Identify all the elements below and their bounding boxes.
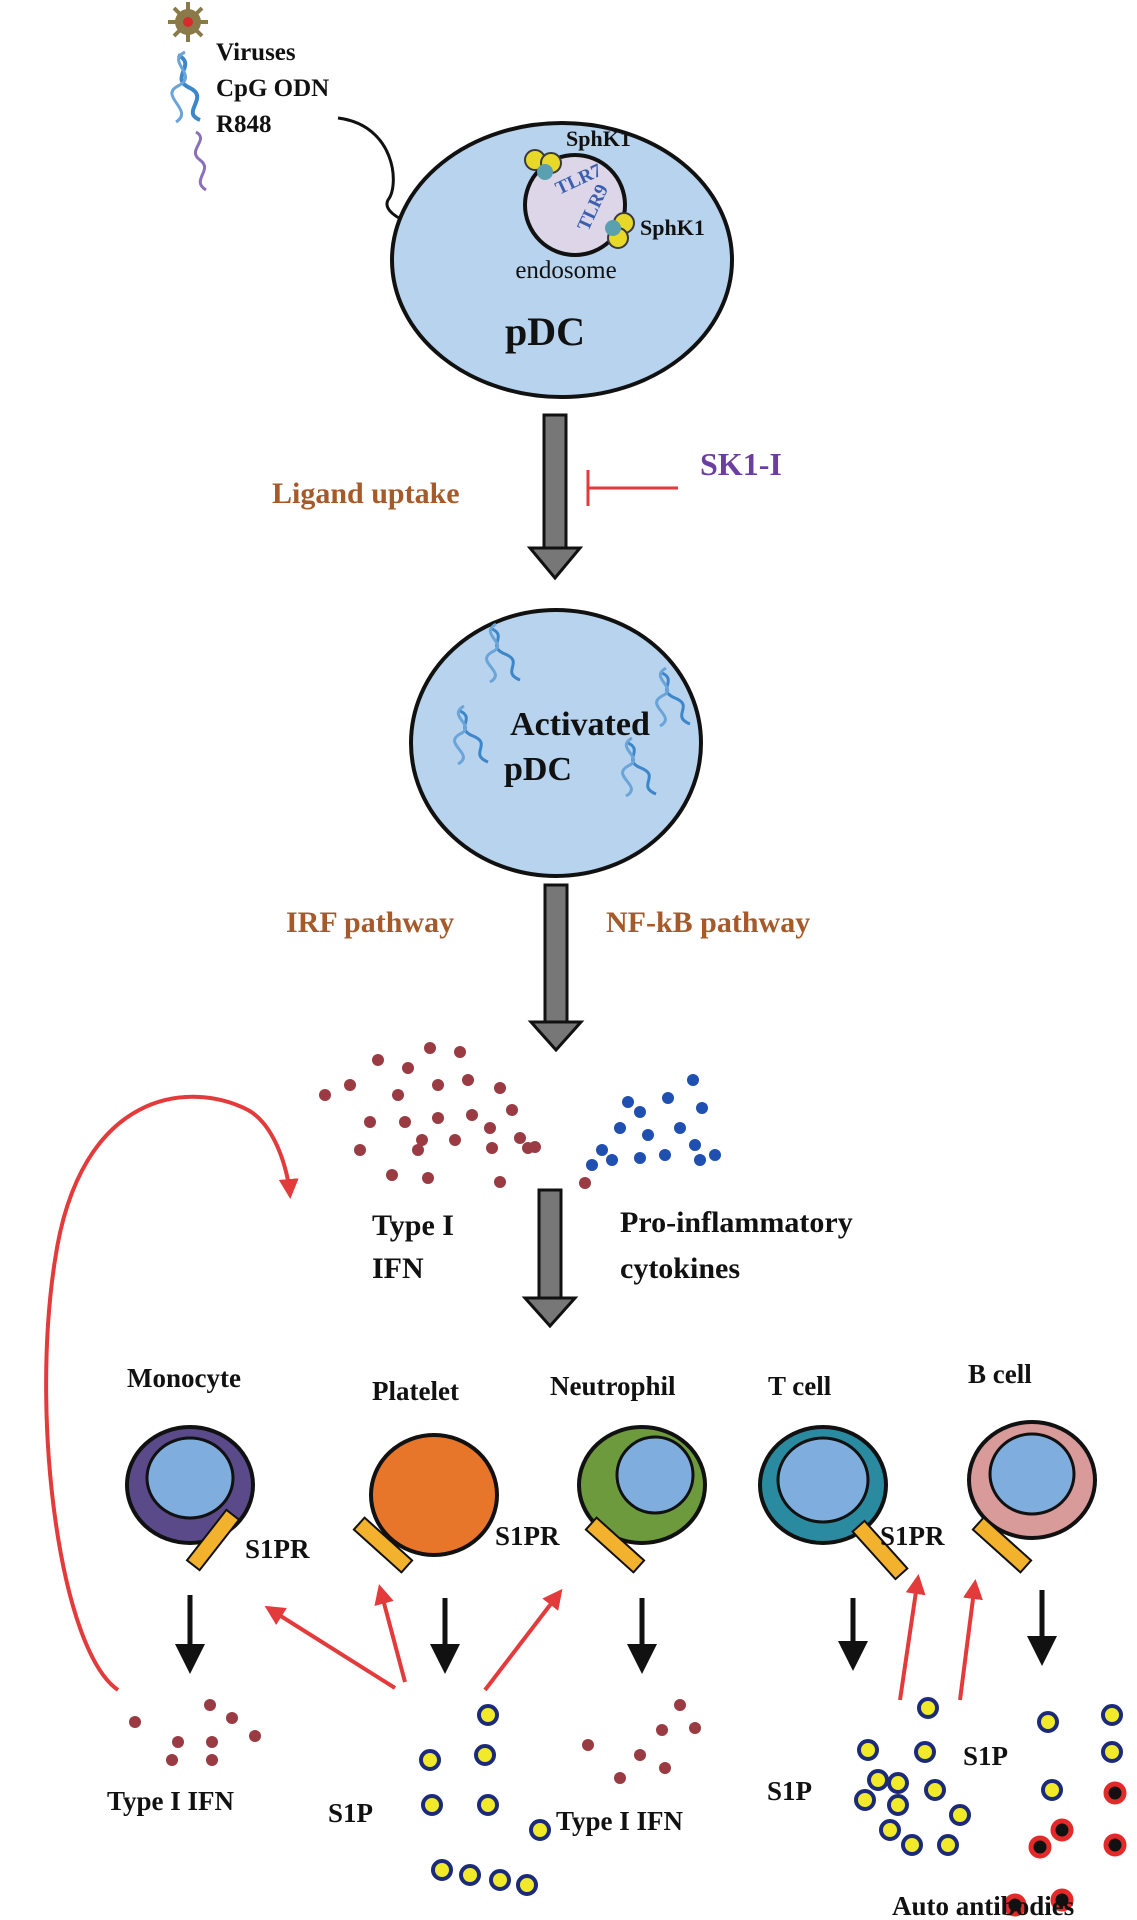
s1pr-receptor-icon (185, 1508, 241, 1572)
type1-ifn-line1-label: Type I (372, 1209, 454, 1242)
dna-strand-icon (453, 622, 691, 798)
type1-ifn-dots (319, 1042, 591, 1189)
pdc-cell (390, 121, 734, 399)
sk1i-inhibitor-label: SK1-I (700, 446, 782, 482)
cytokines-line1-label: Pro-inflammatory (620, 1206, 853, 1239)
sphk1-right-label: SphK1 (640, 215, 705, 240)
r848-squiggle-icon (193, 130, 207, 192)
effector-arrow (521, 1188, 579, 1329)
pathway-arrow (527, 883, 585, 1053)
s1p-left-label: S1P (328, 1798, 373, 1828)
auto-antibodies-label: Auto antibodies (892, 1891, 1074, 1920)
type1-ifn-left-label: Type I IFN (107, 1786, 235, 1816)
endosome-label: endosome (515, 257, 616, 284)
pdc-label: pDC (505, 309, 585, 354)
sphk1-tlr7-complex-icon (524, 149, 562, 180)
t-cell-label: T cell (768, 1371, 832, 1401)
cpg-odn-label: CpG ODN (216, 75, 329, 102)
t-cell-cell (758, 1425, 909, 1581)
s1p-dots-left (419, 1704, 551, 1896)
activated-pdc-cell (409, 608, 703, 878)
s1p-right-b-label: S1P (963, 1741, 1008, 1771)
auto-antibody-dots (1003, 1781, 1127, 1917)
cytokine-dots (586, 1074, 721, 1171)
ifn-output-dots-mid (582, 1699, 701, 1784)
ligand-uptake-arrow (526, 413, 584, 581)
s1p-right-a-label: S1P (767, 1776, 812, 1806)
virus-icon (168, 2, 208, 42)
activated-pdc-label: pDC (504, 751, 572, 788)
s1pr-neutrophil-label: S1PR (495, 1521, 560, 1551)
endosome (523, 153, 627, 257)
platelet-cell (352, 1433, 499, 1574)
cytokines-line2-label: cytokines (620, 1252, 740, 1285)
s1pr-monocyte-label: S1PR (245, 1534, 310, 1564)
neutrophil-cell (577, 1425, 707, 1574)
type1-ifn-mid-label: Type I IFN (556, 1806, 684, 1836)
neutrophil-label: Neutrophil (550, 1371, 676, 1401)
platelet-label: Platelet (372, 1376, 459, 1406)
output-arrows (175, 1590, 1057, 1674)
cpg-dna-icon (170, 50, 201, 124)
s1pr-tcell-label: S1PR (880, 1521, 945, 1551)
type1-ifn-line2-label: IFN (372, 1252, 424, 1285)
ifn-output-dots-left (129, 1699, 261, 1766)
s1pr-receptor-icon (971, 1516, 1033, 1574)
sphk1-tlr9-complex-icon (605, 212, 635, 249)
ifn-feedback-arrow (44, 1094, 299, 1692)
activated-label: Activated (510, 706, 650, 743)
nfkb-pathway-label: NF-kB pathway (606, 906, 810, 939)
inhibition-bar-icon (586, 470, 678, 506)
ligand-uptake-label: Ligand uptake (272, 477, 460, 510)
s1pr-receptor-icon (584, 1516, 646, 1574)
s1pr-receptor-icon (851, 1519, 909, 1581)
s1p-signal-arrows (264, 1574, 983, 1701)
b-cell-cell (967, 1420, 1097, 1574)
s1p-dots-right (854, 1697, 1123, 1856)
sphk1-top-label: SphK1 (566, 126, 631, 151)
r848-label: R848 (216, 111, 272, 138)
irf-pathway-label: IRF pathway (286, 906, 454, 939)
viruses-label: Viruses (216, 39, 296, 66)
b-cell-label: B cell (968, 1359, 1032, 1389)
monocyte-label: Monocyte (127, 1363, 241, 1393)
monocyte-cell (125, 1425, 255, 1572)
s1pr-receptor-icon (352, 1516, 414, 1574)
